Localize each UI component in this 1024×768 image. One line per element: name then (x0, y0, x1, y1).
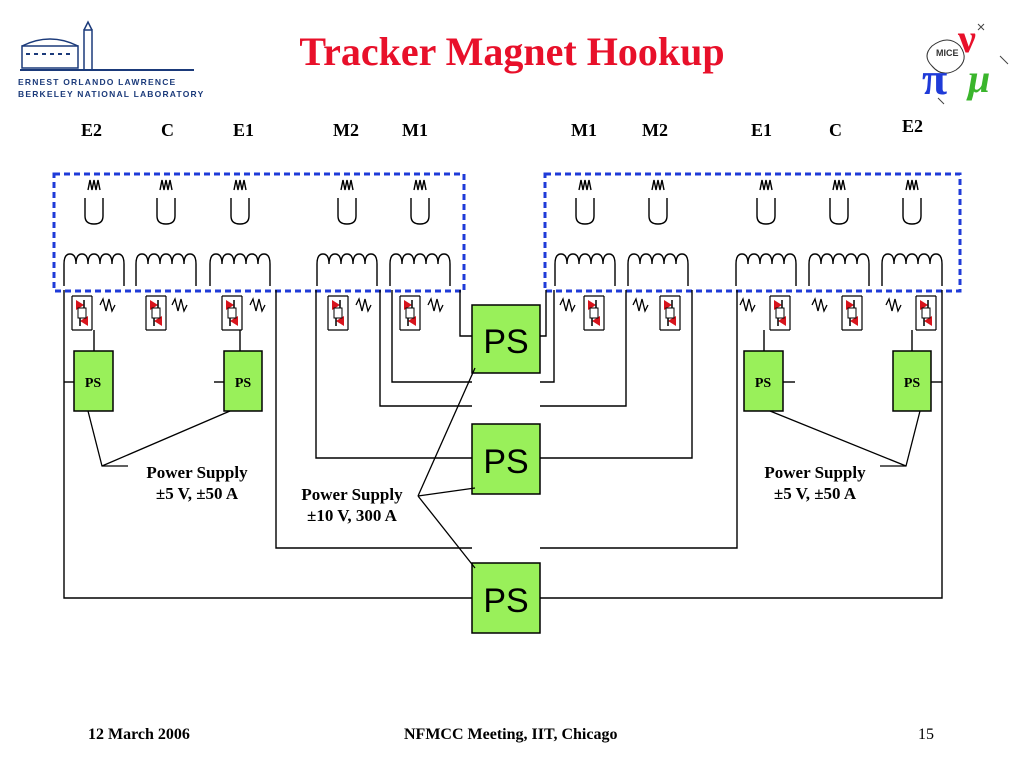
center-supply-annotation: Power Supply ±10 V, 300 A (276, 484, 428, 526)
power-supply-middle-label: PS (483, 443, 528, 481)
coil-label-left-c: C (161, 120, 174, 140)
svg-text:μ: μ (966, 56, 990, 101)
lbnl-line2: Berkeley National Laboratory (18, 89, 205, 99)
right-supply-line1: Power Supply (764, 463, 866, 482)
mice-logo-icon: ν π μ MICE (922, 16, 1009, 105)
footer-page-number: 15 (918, 726, 934, 743)
coil-label-right-m2: M2 (642, 120, 668, 140)
small-power-supply-4: PS (892, 350, 932, 412)
center-supply-line1: Power Supply (301, 485, 403, 504)
coil-left-m2 (316, 179, 378, 287)
power-supply-bottom: PS (471, 562, 541, 634)
center-supply-line2: ±10 V, 300 A (307, 506, 397, 525)
coil-label-right-e1: E1 (751, 120, 773, 140)
callout-leaders (87, 367, 921, 569)
coil-right-m2 (627, 179, 689, 287)
left-supply-line1: Power Supply (146, 463, 248, 482)
coil-right-e1 (735, 179, 797, 287)
small-power-supply-4-label: PS (904, 376, 921, 391)
small-power-supply-1-label: PS (85, 376, 102, 391)
small-power-supply-1: PS (73, 350, 114, 412)
right-cryostat-box (543, 172, 962, 293)
coil-right-e2 (881, 179, 943, 287)
coil-left-e1 (209, 179, 271, 287)
power-supply-bottom-label: PS (483, 582, 528, 620)
coil-right-c (808, 179, 870, 287)
left-cryostat-box (52, 172, 466, 293)
coil-label-left-e1: E1 (233, 120, 255, 140)
left-supply-line2: ±5 V, ±50 A (155, 484, 239, 503)
coil-left-c (135, 179, 197, 287)
power-supply-top: PS (471, 304, 541, 374)
small-power-supply-2-label: PS (235, 376, 252, 391)
svg-text:π: π (922, 53, 947, 104)
coil-label-left-m1: M1 (402, 120, 428, 140)
coil-label-right-e2: E2 (902, 116, 924, 136)
left-supply-annotation: Power Supply ±5 V, ±50 A (122, 462, 272, 504)
power-supply-top-label: PS (483, 323, 528, 361)
page-title: Tracker Magnet Hookup (299, 29, 725, 74)
mice-logo: ν π μ MICE (918, 16, 1018, 106)
lbnl-logo (18, 18, 208, 98)
footer-meeting: NFMCC Meeting, IIT, Chicago (404, 726, 618, 743)
coil-label-right-m1: M1 (571, 120, 597, 140)
coil-label-left-m2: M2 (333, 120, 359, 140)
coil-left-e2 (63, 179, 125, 287)
power-supply-middle: PS (471, 423, 541, 495)
small-power-supply-3-label: PS (755, 376, 772, 391)
coil-label-right-c: C (829, 120, 842, 140)
lbnl-line1: Ernest Orlando Lawrence (18, 77, 177, 87)
lbnl-building-icon (20, 20, 194, 71)
coil-left-m1 (389, 179, 451, 287)
right-supply-annotation: Power Supply ±5 V, ±50 A (740, 462, 890, 504)
small-power-supply-2: PS (223, 350, 263, 412)
small-power-supply-3: PS (743, 350, 784, 412)
footer-date: 12 March 2006 (88, 726, 190, 743)
right-supply-line2: ±5 V, ±50 A (773, 484, 857, 503)
coil-right-m1 (554, 179, 616, 287)
coil-label-left-e2: E2 (81, 120, 103, 140)
lbnl-logo-text: Ernest Orlando Lawrence Berkeley Nationa… (18, 76, 204, 100)
mice-logo-text: MICE (936, 48, 959, 58)
svg-text:ν: ν (957, 16, 976, 61)
